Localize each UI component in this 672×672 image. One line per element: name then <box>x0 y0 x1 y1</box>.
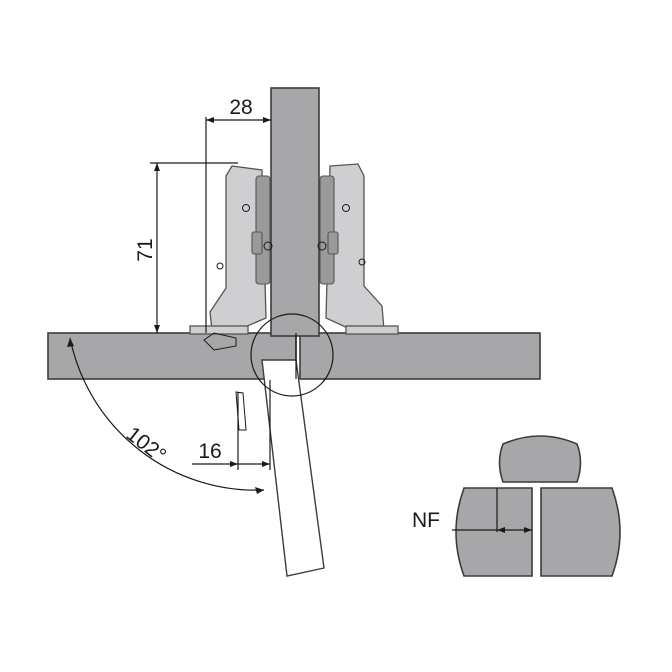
nf-detail-left-block <box>455 487 533 577</box>
angle-label: 102° <box>122 422 170 467</box>
dimension-16 <box>192 380 271 470</box>
nf-detail-top-block <box>498 435 582 483</box>
dimension-28 <box>205 117 271 333</box>
dimension-16-label: 16 <box>198 440 221 463</box>
base-panel <box>47 332 541 380</box>
base-panel-right <box>299 332 541 380</box>
nf-detail-right-block <box>540 487 621 577</box>
base-panel-left <box>47 332 297 380</box>
detail-circle <box>250 313 334 397</box>
middle-partition <box>270 87 320 337</box>
dimension-28-label: 28 <box>229 96 252 119</box>
left-hinge <box>189 165 273 351</box>
dimension-71 <box>150 162 238 333</box>
angle-arc <box>67 337 265 494</box>
opened-door-outline <box>261 359 325 577</box>
nf-label: NF <box>412 509 440 532</box>
dimension-71-label: 71 <box>134 238 157 261</box>
nf-detail <box>452 435 621 577</box>
right-hinge <box>317 163 399 335</box>
